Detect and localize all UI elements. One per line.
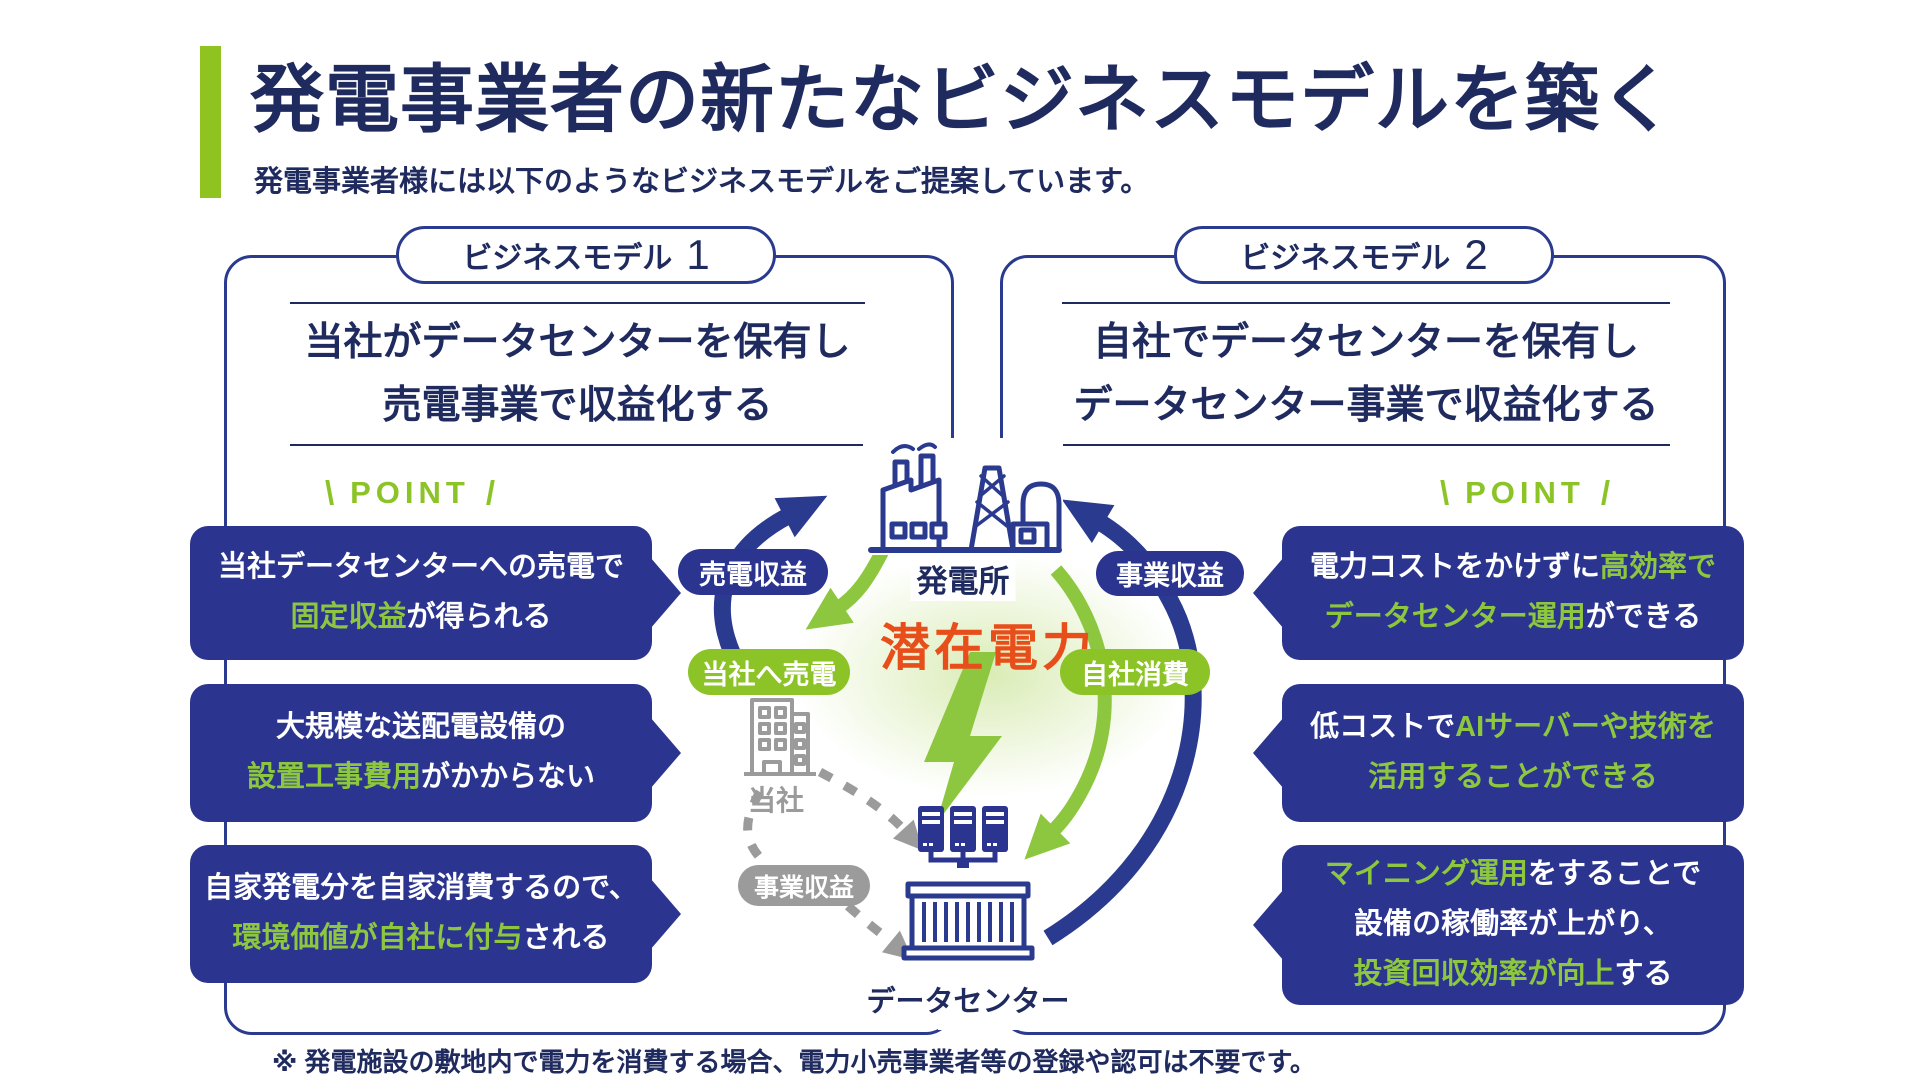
business-revenue-pill: 事業収益 (1096, 551, 1244, 596)
power-plant-icon (863, 440, 1063, 555)
arrow-tip-right (650, 557, 681, 629)
arrow-tip-right (650, 717, 681, 789)
badge-label: ビジネスモデル (462, 242, 673, 275)
footer-note: ※ 発電施設の敷地内で電力を消費する場合、電力小売事業者等の登録や認可は不要です… (272, 1047, 1316, 1077)
point-slash-left: \ (324, 474, 335, 511)
model-1-heading: 当社がデータセンターを保有し 売電事業で収益化する (290, 302, 865, 446)
model-1-heading-line1: 当社がデータセンターを保有し (304, 320, 851, 364)
model-1-point-title: \ POINT / (300, 474, 520, 512)
accent-bar (200, 46, 221, 198)
container-datacenter-icon (898, 880, 1038, 964)
point-box-text: マイニング運用をすることで設備の稼働率が上がり、投資回収効率が向上する (1324, 858, 1702, 990)
power-plant-label: 発電所 (910, 556, 1016, 601)
model-2-heading-line1: 自社でデータセンターを保有し (1092, 320, 1639, 364)
sell-to-us-pill: 当社へ売電 (688, 649, 850, 695)
potential-power-label: 潜在電力 (880, 620, 1096, 676)
model-1-point-box-1: 当社データセンターへの売電で固定収益が得られる (190, 526, 681, 660)
arrow-tip-left (1253, 717, 1284, 789)
point-label: POINT (350, 475, 470, 510)
arrow-tip-right (650, 878, 681, 950)
point-slash-right: / (485, 474, 496, 511)
company-label: 当社 (747, 785, 805, 816)
point-box-text: 電力コストをかけずに高効率でデータセンター運用ができる (1309, 551, 1717, 633)
point-box-text: 大規模な送配電設備の設置工事費用がかからない (246, 711, 596, 793)
badge-number: 2 (1464, 231, 1488, 278)
model-1-point-box-3: 自家発電分を自家消費するので、環境価値が自社に付与される (190, 845, 681, 983)
page-subtitle: 発電事業者様には以下のようなビジネスモデルをご提案しています。 (254, 166, 1150, 198)
model-1-point-box-2: 大規模な送配電設備の設置工事費用がかからない (190, 684, 681, 822)
model-2-point-box-3: マイニング運用をすることで設備の稼働率が上がり、投資回収効率が向上する (1253, 845, 1744, 1005)
model-1-heading-line2: 売電事業で収益化する (382, 384, 773, 427)
arrow-tip-left (1253, 889, 1284, 961)
sell-revenue-pill: 売電収益 (678, 549, 828, 595)
arrow-tip-left (1253, 557, 1284, 629)
self-consumption-pill: 自社消費 (1060, 649, 1210, 695)
point-slash-left: \ (1439, 474, 1450, 511)
business-revenue-gray-pill: 事業収益 (738, 865, 870, 906)
model-2-heading: 自社でデータセンターを保有し データセンター事業で収益化する (1062, 302, 1670, 446)
datacenter-label: データセンター (860, 978, 1076, 1020)
point-box-text: 当社データセンターへの売電で固定収益が得られる (217, 551, 624, 633)
model-2-point-box-1: 電力コストをかけずに高効率でデータセンター運用ができる (1253, 526, 1744, 660)
business-model-2-badge: ビジネスモデル 2 (1174, 226, 1554, 284)
server-rack-icon (918, 806, 1008, 868)
model-2-point-title: \ POINT / (1415, 474, 1635, 512)
point-box-text: 低コストでAIサーバーや技術を活用することができる (1310, 711, 1716, 793)
point-slash-right: / (1600, 474, 1611, 511)
model-2-point-box-2: 低コストでAIサーバーや技術を活用することができる (1253, 684, 1744, 822)
point-box-text: 自家発電分を自家消費するので、環境価値が自社に付与される (204, 872, 638, 954)
badge-label: ビジネスモデル (1240, 242, 1451, 275)
page-title: 発電事業者の新たなビジネスモデルを築く (250, 58, 1675, 141)
office-building-icon (726, 694, 826, 782)
badge-number: 1 (686, 231, 710, 278)
business-model-1-badge: ビジネスモデル 1 (396, 226, 776, 284)
point-label: POINT (1465, 475, 1585, 510)
model-2-heading-line2: データセンター事業で収益化する (1073, 384, 1659, 427)
